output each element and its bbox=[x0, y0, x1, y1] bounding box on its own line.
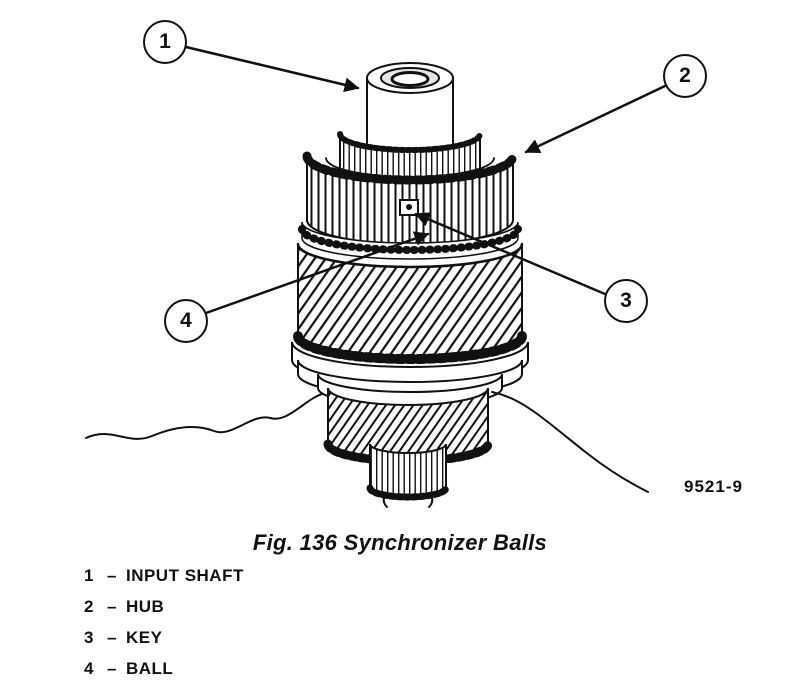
legend-item: 1 – INPUT SHAFT bbox=[84, 566, 244, 597]
callout-4-marker: 4 bbox=[164, 299, 208, 343]
legend-item-label: KEY bbox=[125, 628, 163, 647]
legend-separator: – bbox=[107, 659, 117, 678]
legend-item: 2 – HUB bbox=[84, 597, 244, 628]
key-part bbox=[399, 199, 419, 216]
background-sketch-line bbox=[85, 391, 649, 493]
input-shaft-part bbox=[366, 62, 454, 155]
synchronizer-assembly-drawing bbox=[85, 45, 667, 508]
callout-2-number: 2 bbox=[679, 64, 691, 87]
callout-4-number: 4 bbox=[180, 309, 192, 332]
legend-item-label: BALL bbox=[125, 659, 174, 678]
legend-item-number: 4 bbox=[84, 659, 94, 678]
leader-line-3 bbox=[414, 212, 607, 296]
main-gear-part bbox=[293, 242, 527, 364]
leader-line-2 bbox=[524, 84, 667, 154]
figure-caption: Fig. 136 Synchronizer Balls bbox=[252, 530, 548, 555]
callout-2-marker: 2 bbox=[663, 54, 707, 98]
legend-item-number: 3 bbox=[84, 628, 94, 647]
callout-3-marker: 3 bbox=[604, 279, 648, 323]
legend-separator: – bbox=[107, 597, 117, 616]
legend-item-label: HUB bbox=[125, 597, 165, 616]
ball-row-part bbox=[298, 221, 522, 260]
legend-item-label: INPUT SHAFT bbox=[125, 566, 244, 585]
callout-3-number: 3 bbox=[620, 289, 632, 312]
leader-line-4 bbox=[204, 231, 430, 315]
callout-1-marker: 1 bbox=[143, 20, 187, 64]
shaft-stub-part bbox=[366, 443, 450, 508]
callout-1-number: 1 bbox=[159, 30, 171, 53]
legend-separator: – bbox=[107, 628, 117, 647]
leader-line-1 bbox=[184, 45, 360, 93]
legend-item: 3 – KEY bbox=[84, 628, 244, 659]
legend-item-number: 1 bbox=[84, 566, 94, 585]
legend-separator: – bbox=[107, 566, 117, 585]
legend-item-number: 2 bbox=[84, 597, 94, 616]
legend: 1 – INPUT SHAFT 2 – HUB 3 – KEY 4 – BALL bbox=[84, 566, 244, 690]
figure-ref-number: 9521-9 bbox=[684, 477, 743, 496]
legend-item: 4 – BALL bbox=[84, 659, 244, 690]
